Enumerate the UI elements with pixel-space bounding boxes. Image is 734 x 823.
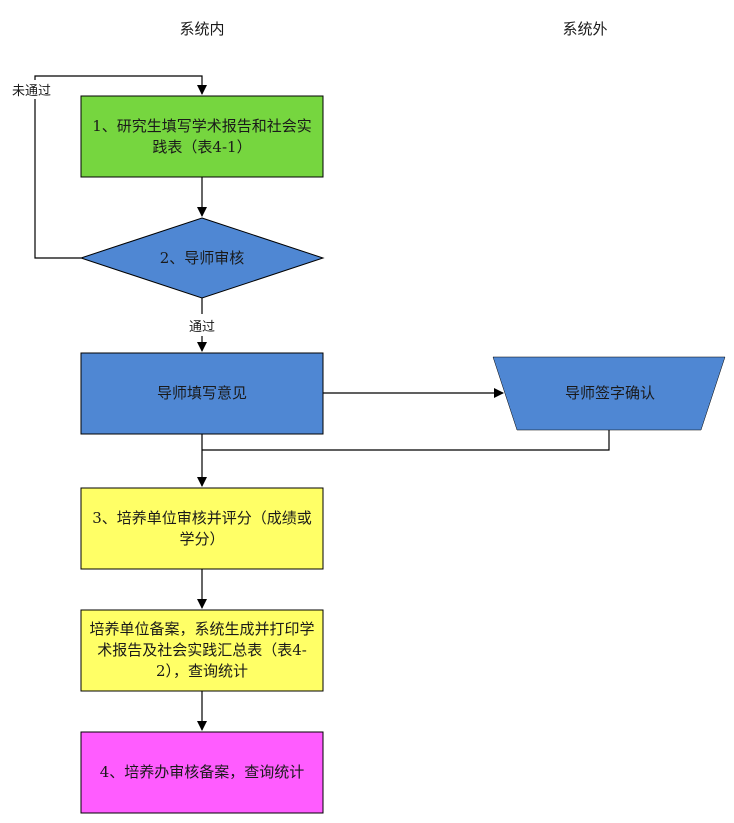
opinion-text: 导师填写意见	[156, 384, 247, 402]
record-text: 培养单位备案，系统生成并打印学术报告及社会实践汇总表（表4-2），查询统计	[89, 620, 315, 680]
sign-trapezoid[interactable]	[492, 356, 726, 431]
step2-text: 2、导师审核	[159, 248, 245, 267]
passed-label: 通过	[188, 320, 215, 335]
edge-rejected-loop	[34, 75, 207, 259]
rejected-label: 未通过	[12, 80, 62, 99]
step1-box[interactable]	[80, 95, 324, 178]
lane-inside-title: 系统内	[179, 20, 225, 38]
edge-sign-return	[202, 430, 610, 451]
step4-box[interactable]	[80, 731, 324, 814]
step1-text: 1、研究生填写学术报告和社会实践表（表4-1）	[92, 116, 312, 156]
sign-text: 导师签字确认	[564, 384, 655, 402]
record-box[interactable]	[80, 609, 324, 692]
step3-box[interactable]	[80, 487, 324, 570]
step3-text: 3、培养单位审核并评分（成绩或学分）	[92, 508, 312, 548]
lane-outside-title: 系统外	[562, 20, 608, 38]
step4-text: 4、培养办审核备案，查询统计	[99, 763, 305, 781]
